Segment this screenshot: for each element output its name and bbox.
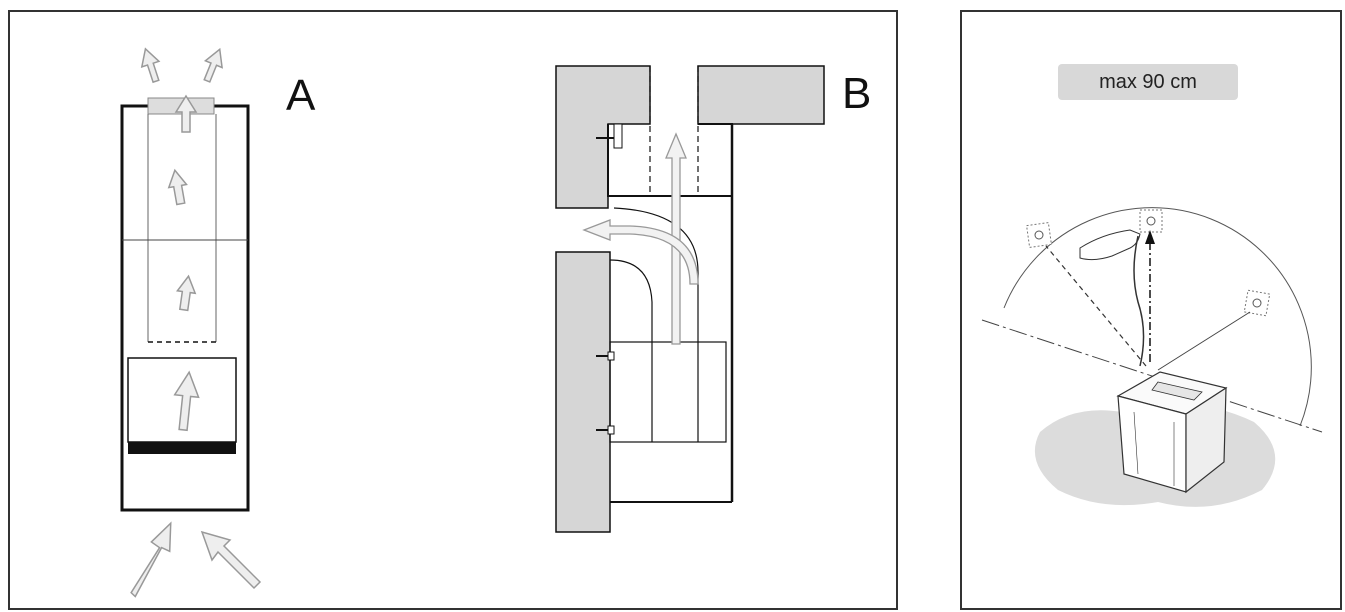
diagram-b-label: B [842, 69, 871, 118]
appliance-unit [1116, 371, 1228, 494]
diagram-b-hood [607, 66, 734, 503]
max-height-badge: max 90 cm [1058, 64, 1238, 100]
diagram-a-label: A [286, 71, 316, 120]
hand-icon [1079, 229, 1141, 261]
socket-icon [1026, 209, 1271, 317]
diagram-b-airflow-arrows [582, 132, 699, 345]
diagram-a-airflow-arrows [130, 47, 262, 598]
reach-line-right [1157, 311, 1251, 371]
reach-line-left [1045, 245, 1147, 367]
diagram-b-screws [596, 137, 615, 435]
installation-illustration [981, 207, 1323, 507]
airflow-diagrams-svg: A [120, 47, 871, 598]
reach-arc [1003, 207, 1312, 427]
installation-panel: max 90 cm [960, 10, 1342, 610]
diagram-b-wall [555, 65, 825, 533]
power-cable [1133, 235, 1145, 367]
airflow-diagrams-panel: A [8, 10, 898, 610]
